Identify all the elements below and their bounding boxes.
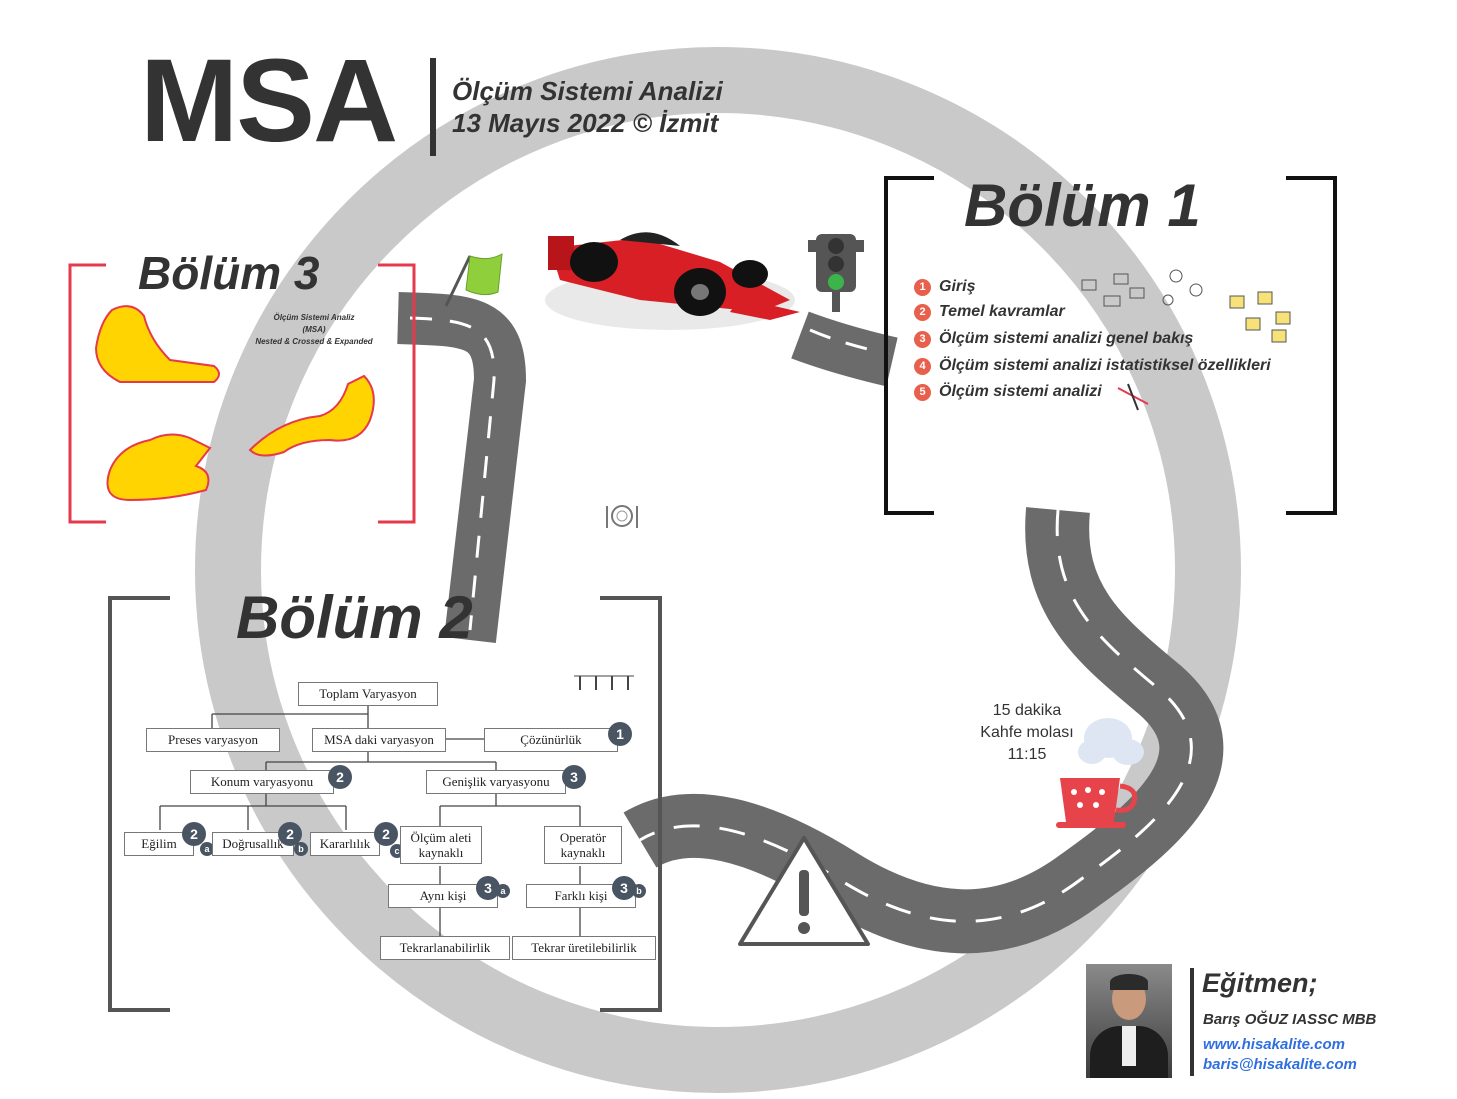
trainer-divider	[1190, 968, 1194, 1076]
agenda-number: 4	[914, 357, 931, 375]
flow-operator-source: Operatör kaynaklı	[544, 826, 622, 864]
photo-shirt	[1122, 1026, 1136, 1066]
agenda-number: 2	[914, 303, 931, 321]
page-subtitle: Ölçüm Sistemi Analizi	[452, 76, 723, 106]
race-car-icon	[545, 232, 800, 330]
section3-heading: Ölçüm Sistemi Analiz (MSA) Nested & Cros…	[234, 312, 394, 348]
coffee-cup-icon	[1056, 718, 1144, 828]
agenda-number: 5	[914, 383, 931, 401]
section3-heading-line: Ölçüm Sistemi Analiz	[273, 313, 355, 322]
agenda-label: Giriş	[939, 278, 976, 295]
road-right	[623, 507, 1224, 954]
page-date-location: 13 Mayıs 2022 © İzmit	[452, 108, 719, 138]
agenda-item-3[interactable]: 3 Ölçüm sistemi analizi genel bakış	[914, 330, 1193, 348]
section3-brackets	[68, 263, 416, 524]
page-title: MSA	[140, 35, 398, 167]
agenda-number: 3	[914, 330, 931, 348]
agenda-label: Ölçüm sistemi analizi genel bakış	[939, 330, 1194, 347]
agenda-item-2[interactable]: 2 Temel kavramlar	[914, 303, 1065, 321]
flow-gauge-source: Ölçüm aleti kaynaklı	[400, 826, 482, 864]
agenda-label: Ölçüm sistemi analizi istatistiksel özel…	[939, 357, 1271, 374]
flow-location-variation: Konum varyasyonu	[190, 770, 334, 794]
break-duration: 15 dakika	[992, 702, 1062, 719]
flow-badge-2a-sub: a	[200, 842, 214, 856]
traffic-light-icon	[808, 234, 864, 312]
flow-repeatability: Tekrarlanabilirlik	[380, 936, 510, 960]
trainer-website-link[interactable]: www.hisakalite.com	[1203, 1036, 1345, 1053]
road-top-right	[791, 311, 898, 387]
agenda-item-1[interactable]: 1 Giriş	[914, 278, 975, 296]
agenda-label: Temel kavramlar	[939, 303, 1065, 320]
section2-brackets	[108, 596, 662, 1012]
break-time: 11:15	[1007, 746, 1047, 763]
section3-heading-line: Nested & Crossed & Expanded	[255, 337, 373, 346]
flow-badge-3: 3	[562, 765, 586, 789]
section3-heading-line: (MSA)	[302, 325, 326, 334]
road-left	[397, 292, 527, 643]
flow-width-variation: Genişlik varyasyonu	[426, 770, 566, 794]
flow-msa-variation: MSA daki varyasyon	[312, 728, 446, 752]
finish-flag-icon	[444, 253, 503, 307]
flow-total-variation: Toplam Varyasyon	[298, 682, 438, 706]
section1-brackets	[884, 176, 1337, 515]
title-divider	[430, 58, 436, 156]
flow-badge-1: 1	[608, 722, 632, 746]
agenda-label: Ölçüm sistemi analizi	[939, 383, 1102, 400]
agenda-thumbnails	[1081, 269, 1291, 411]
trainer-name: Barış OĞUZ IASSC MBB	[1203, 1011, 1377, 1028]
flow-badge-2: 2	[328, 765, 352, 789]
flow-reproducibility: Tekrar üretilebilirlik	[512, 936, 656, 960]
section3-title[interactable]: Bölüm 3	[138, 247, 320, 299]
photo-hair	[1110, 974, 1148, 990]
warning-icon	[738, 836, 870, 946]
mini-chart-thumbnail	[574, 675, 634, 690]
flow-linearity: Doğrusallık	[212, 832, 294, 856]
flow-resolution: Çözünürlük	[484, 728, 618, 752]
flow-badge-3b-sub: b	[632, 884, 646, 898]
agenda-number: 1	[914, 278, 931, 296]
track-thumbnails	[94, 305, 375, 502]
trainer-photo	[1086, 964, 1172, 1078]
flow-badge-2c: 2	[374, 822, 398, 846]
section2-title[interactable]: Bölüm 2	[236, 584, 473, 651]
flow-badge-2b-sub: b	[294, 842, 308, 856]
flow-badge-2a: 2	[182, 822, 206, 846]
agenda-item-4[interactable]: 4 Ölçüm sistemi analizi istatistiksel öze…	[914, 357, 1271, 375]
agenda-item-5[interactable]: 5 Ölçüm sistemi analizi	[914, 383, 1102, 401]
flowchart-connectors	[159, 704, 581, 936]
ring	[195, 47, 1241, 1093]
trainer-heading: Eğitmen;	[1202, 968, 1318, 998]
section1-title[interactable]: Bölüm 1	[964, 172, 1201, 239]
flow-process-variation: Preses varyasyon	[146, 728, 280, 752]
break-label: Kahfe molası	[980, 724, 1074, 741]
flow-badge-3a-sub: a	[496, 884, 510, 898]
flow-stability: Kararlılık	[310, 832, 380, 856]
trainer-email-link[interactable]: baris@hisakalite.com	[1203, 1056, 1357, 1073]
plate-cutlery-icon	[606, 505, 638, 528]
